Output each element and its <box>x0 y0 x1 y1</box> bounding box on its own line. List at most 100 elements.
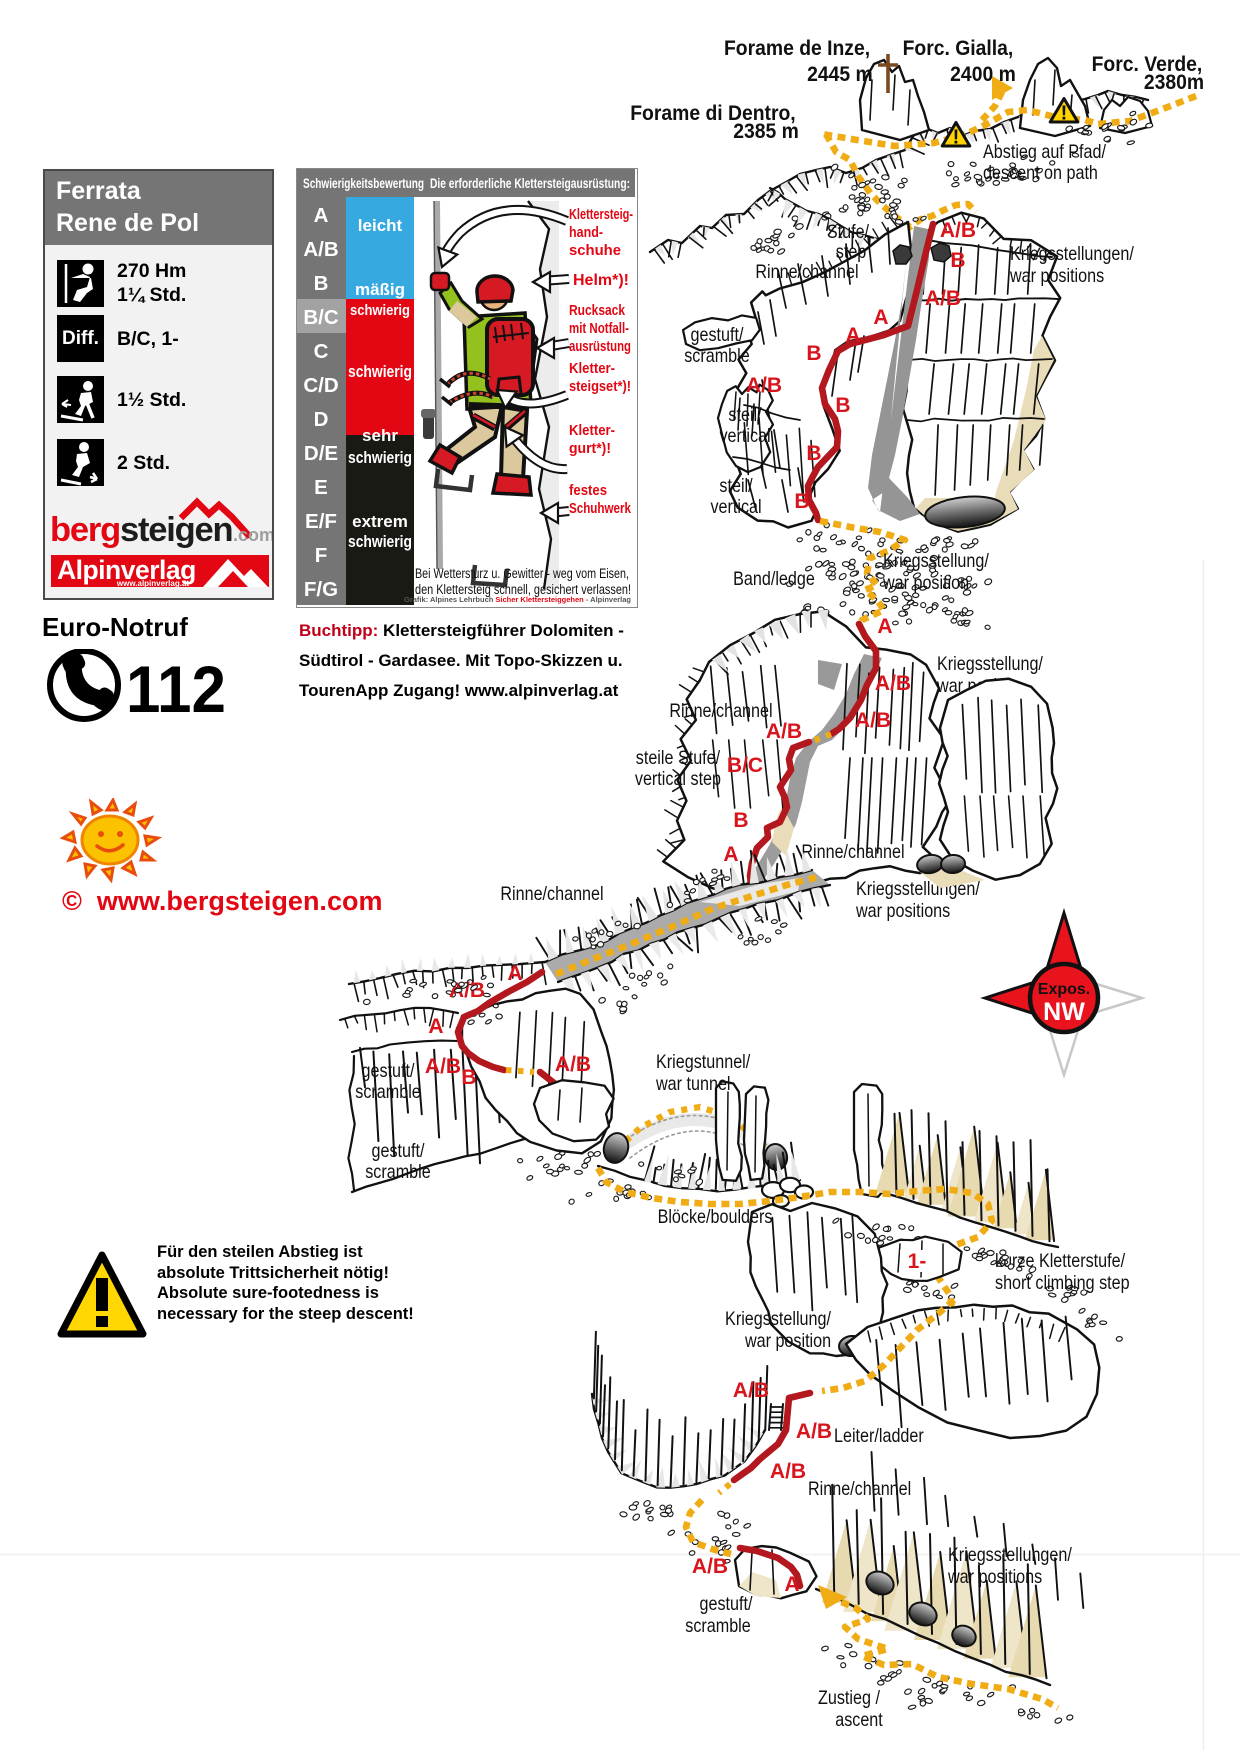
svg-text:E/F: E/F <box>305 510 337 533</box>
svg-text:Blöcke/boulders: Blöcke/boulders <box>658 1206 773 1228</box>
svg-text:scramble: scramble <box>685 1615 751 1637</box>
svg-text:B: B <box>806 442 821 465</box>
svg-text:Kletter-: Kletter- <box>569 422 615 439</box>
svg-text:2380m: 2380m <box>1144 70 1204 94</box>
svg-text:2400 m: 2400 m <box>950 62 1016 86</box>
svg-text:Rinne/channel: Rinne/channel <box>808 1478 911 1500</box>
svg-text:A/B: A/B <box>766 720 802 743</box>
svg-text:Kriegsstellung/: Kriegsstellung/ <box>883 550 989 572</box>
svg-text:steile Stufe/: steile Stufe/ <box>636 747 720 769</box>
svg-text:Forc. Gialla,: Forc. Gialla, <box>903 36 1014 60</box>
svg-text:A: A <box>723 843 738 866</box>
svg-text:A/B: A/B <box>746 374 782 397</box>
svg-text:!: ! <box>1061 103 1068 125</box>
svg-text:war positions: war positions <box>947 1566 1042 1588</box>
svg-text:bergsteigen: bergsteigen <box>50 511 232 549</box>
svg-text:Schwierigkeitsbewertung: Schwierigkeitsbewertung <box>303 175 424 191</box>
svg-text:gurt*)!: gurt*)! <box>569 440 611 457</box>
svg-text:sehr: sehr <box>362 426 398 445</box>
svg-text:mit Notfall-: mit Notfall- <box>569 320 629 337</box>
svg-text:Schuhwerk: Schuhwerk <box>569 500 632 517</box>
svg-text:gestuft/: gestuft/ <box>690 324 743 346</box>
svg-text:E: E <box>314 476 328 499</box>
svg-text:A: A <box>873 306 888 329</box>
svg-text:B: B <box>950 249 965 272</box>
svg-text:Rinne/channel: Rinne/channel <box>801 841 904 863</box>
svg-text:A/B: A/B <box>425 1055 461 1078</box>
svg-text:war position: war position <box>882 572 969 594</box>
svg-text:A: A <box>507 962 522 985</box>
svg-text:A/B: A/B <box>796 1420 832 1443</box>
svg-text:Kriegstunnel/: Kriegstunnel/ <box>656 1051 750 1073</box>
svg-text:Forc. Verde,: Forc. Verde, <box>1092 52 1203 76</box>
svg-text:Grafik: Alpines Lehrbuch Siche: Grafik: Alpines Lehrbuch Sicher Kletters… <box>404 595 631 604</box>
svg-text:Abstieg auf Pfad/: Abstieg auf Pfad/ <box>983 141 1106 163</box>
svg-text:war tunnel: war tunnel <box>655 1073 730 1095</box>
svg-text:descent on path: descent on path <box>983 162 1098 184</box>
svg-text:F/G: F/G <box>304 578 338 601</box>
svg-text:vertical step: vertical step <box>635 768 721 790</box>
svg-text:F: F <box>315 544 328 567</box>
svg-text:Klettersteig-: Klettersteig- <box>569 206 633 223</box>
svg-text:schuhe: schuhe <box>569 242 621 259</box>
svg-text:scramble: scramble <box>684 345 750 367</box>
svg-text:B/C: B/C <box>303 306 339 329</box>
svg-text:!: ! <box>953 127 960 149</box>
svg-text:B: B <box>794 490 809 513</box>
svg-text:steil/: steil/ <box>728 404 761 426</box>
svg-text:A/B: A/B <box>855 709 891 732</box>
svg-text:.com: .com <box>233 525 272 545</box>
svg-text:B: B <box>806 342 821 365</box>
svg-text:C/D: C/D <box>303 374 338 397</box>
svg-text:Helm*)!: Helm*)! <box>573 272 629 289</box>
svg-text:schwierig: schwierig <box>348 362 412 381</box>
svg-text:ascent: ascent <box>835 1709 883 1731</box>
svg-text:B: B <box>835 394 850 417</box>
svg-text:Kletter-: Kletter- <box>569 360 615 377</box>
svg-text:A/B: A/B <box>875 672 911 695</box>
svg-text:schwierig: schwierig <box>348 448 412 467</box>
svg-text:leicht: leicht <box>358 216 403 235</box>
svg-text:Kriegsstellungen/: Kriegsstellungen/ <box>1010 243 1134 265</box>
svg-text:war positions: war positions <box>1009 265 1104 287</box>
svg-text:hand-: hand- <box>569 224 603 241</box>
svg-text:A/B: A/B <box>733 1379 769 1402</box>
svg-text:Forame de Inze,: Forame de Inze, <box>724 36 870 60</box>
svg-text:Kriegsstellung/: Kriegsstellung/ <box>725 1308 831 1330</box>
svg-text:steigset*)!: steigset*)! <box>569 378 631 395</box>
svg-text:Kriegsstellung/: Kriegsstellung/ <box>937 653 1043 675</box>
svg-text:Stufe/: Stufe/ <box>827 221 869 243</box>
svg-text:112: 112 <box>126 652 226 726</box>
svg-text:Rinne/channel: Rinne/channel <box>500 883 603 905</box>
svg-text:gestuft/: gestuft/ <box>700 1593 753 1615</box>
svg-text:A: A <box>314 204 329 227</box>
svg-text:schwierig: schwierig <box>348 532 412 551</box>
svg-text:B/C: B/C <box>727 754 763 777</box>
svg-text:C: C <box>314 340 329 363</box>
svg-text:A/B: A/B <box>940 219 976 242</box>
svg-text:A/B: A/B <box>925 287 961 310</box>
svg-text:A/B: A/B <box>770 1460 806 1483</box>
svg-text:Rucksack: Rucksack <box>569 302 626 319</box>
svg-text:Kriegsstellungen/: Kriegsstellungen/ <box>948 1544 1072 1566</box>
svg-text:ausrüstung: ausrüstung <box>569 338 631 355</box>
svg-text:A/B: A/B <box>303 238 338 261</box>
svg-text:kurze Kletterstufe/: kurze Kletterstufe/ <box>995 1250 1125 1272</box>
svg-text:scramble: scramble <box>365 1161 431 1183</box>
svg-text:war position: war position <box>744 1330 831 1352</box>
svg-text:2385 m: 2385 m <box>733 119 799 143</box>
svg-text:A/B: A/B <box>692 1555 728 1578</box>
svg-text:extrem: extrem <box>352 512 408 531</box>
svg-text:schwierig: schwierig <box>350 302 410 319</box>
svg-text:scramble: scramble <box>355 1081 421 1103</box>
svg-text:Expos.: Expos. <box>1038 981 1090 998</box>
svg-text:Band/ledge: Band/ledge <box>733 568 815 590</box>
svg-text:Zustieg /: Zustieg / <box>818 1687 880 1709</box>
svg-text:Bei Wettersturz u. Gewitter -: Bei Wettersturz u. Gewitter - weg vom Ei… <box>415 566 629 581</box>
svg-text:Die erforderliche Klettersteig: Die erforderliche Klettersteigausrüstung… <box>430 175 630 191</box>
svg-text:A: A <box>428 1015 443 1038</box>
svg-text:A/B: A/B <box>555 1053 591 1076</box>
svg-text:war positions: war positions <box>855 900 950 922</box>
svg-text:D/E: D/E <box>304 442 338 465</box>
svg-text:A: A <box>845 324 860 347</box>
